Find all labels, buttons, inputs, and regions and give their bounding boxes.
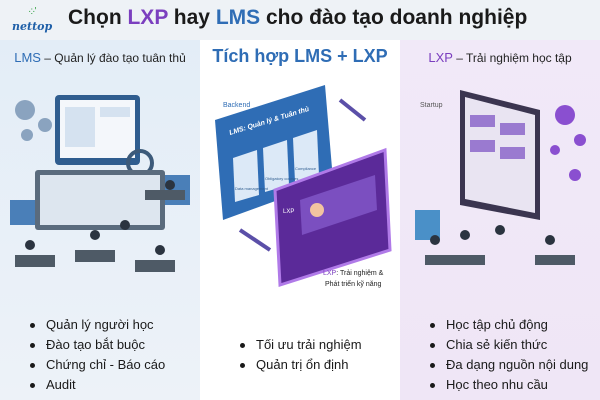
list-item: Chia sẻ kiến thức <box>430 335 588 355</box>
list-item: Học theo nhu cầu <box>430 375 588 395</box>
svg-text:LXP: LXP <box>283 209 294 215</box>
list-item: Đa dạng nguồn nội dung <box>430 355 588 375</box>
lms-column: LMS – Quản lý đào tạo tuân thủ Quản lý n… <box>0 40 200 400</box>
list-item: Quản trị ổn định <box>240 355 362 375</box>
lms-feature-list: Quản lý người học Đào tạo bắt buộc Chứng… <box>30 315 165 395</box>
lxp-heading: LXP – Trải nghiệm học tập <box>428 50 572 65</box>
svg-text:Obligatory courses: Obligatory courses <box>265 176 298 181</box>
gear-icon <box>15 100 52 141</box>
list-item: Học tập chủ động <box>430 315 588 335</box>
list-item: Đào tạo bắt buộc <box>30 335 165 355</box>
svg-text:Data management: Data management <box>235 186 269 191</box>
svg-text:Compliance: Compliance <box>295 166 317 171</box>
startup-label: Startup <box>420 102 443 109</box>
sync-arrow-icon <box>238 98 367 252</box>
list-item: Chứng chỉ - Báo cáo <box>30 355 165 375</box>
list-item: Quản lý người học <box>30 315 165 335</box>
backend-label: Backend <box>223 102 250 109</box>
list-item: Audit <box>30 375 165 395</box>
lxp-feature-list: Học tập chủ động Chia sẻ kiến thức Đa dạ… <box>430 315 588 395</box>
integration-feature-list: Tối ưu trải nghiệm Quản trị ổn định <box>240 335 362 375</box>
lxp-column: LXP – Trải nghiệm học tập Startup Học tậ… <box>400 40 600 400</box>
integration-column: Tích hợp LMS + LXP Backend LMS: Quản lý … <box>200 40 400 400</box>
integration-illustration: Backend LMS: Quản lý & Tuân thủ Data man… <box>215 85 392 288</box>
lms-heading: LMS – Quản lý đào tạo tuân thủ <box>14 50 186 65</box>
lms-office-illustration <box>10 95 190 272</box>
lxp-startup-illustration: Startup <box>415 90 586 265</box>
svg-text:Phát triển kỹ năng: Phát triển kỹ năng <box>325 280 382 288</box>
page-title: Chọn LXP hay LMS cho đào tạo doanh nghiệ… <box>68 6 528 29</box>
svg-text:LXP: Trải nghiệm &: LXP: Trải nghiệm & <box>323 270 384 277</box>
header: ·:·'nettop Chọn LXP hay LMS cho đào tạo … <box>0 0 600 40</box>
list-item: Tối ưu trải nghiệm <box>240 335 362 355</box>
integration-heading: Tích hợp LMS + LXP <box>212 46 388 66</box>
nettop-logo: ·:·'nettop <box>12 6 53 33</box>
